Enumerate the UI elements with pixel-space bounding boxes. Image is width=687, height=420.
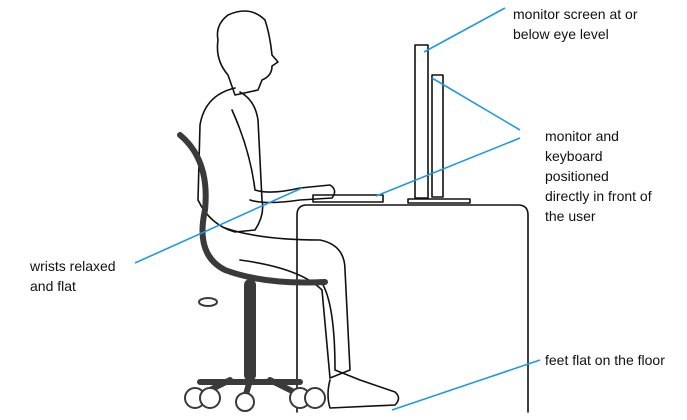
leader-monitor-height	[423, 7, 506, 53]
leader-keyboard	[375, 137, 521, 197]
desk	[296, 204, 529, 413]
leader-lines	[134, 7, 541, 411]
person-arm	[231, 109, 336, 204]
label-monitor-height: monitor screen at or below eye level	[513, 6, 638, 42]
person-head	[216, 10, 279, 96]
office-chair	[177, 132, 328, 401]
monitor-base	[407, 198, 471, 204]
label-wrists: wrists relaxed and flat	[30, 258, 116, 294]
chair-lever	[198, 297, 218, 307]
chair-wheel	[235, 392, 255, 412]
label-feet: feet flat on the floor	[545, 352, 665, 368]
label-monitor-position: monitor and keyboard positioned directly…	[545, 128, 652, 224]
chair-back	[177, 132, 328, 286]
monitor-stand	[431, 74, 444, 198]
leader-feet	[391, 359, 541, 411]
person-torso	[197, 87, 264, 233]
leader-monitor	[431, 77, 521, 131]
leader-wrists	[134, 187, 303, 264]
chair-wheel	[304, 387, 326, 409]
person-thigh	[224, 227, 351, 379]
chair-base	[197, 377, 303, 401]
chair-wheel	[199, 387, 221, 409]
monitor-screen	[414, 44, 429, 199]
person-shin	[319, 279, 400, 409]
